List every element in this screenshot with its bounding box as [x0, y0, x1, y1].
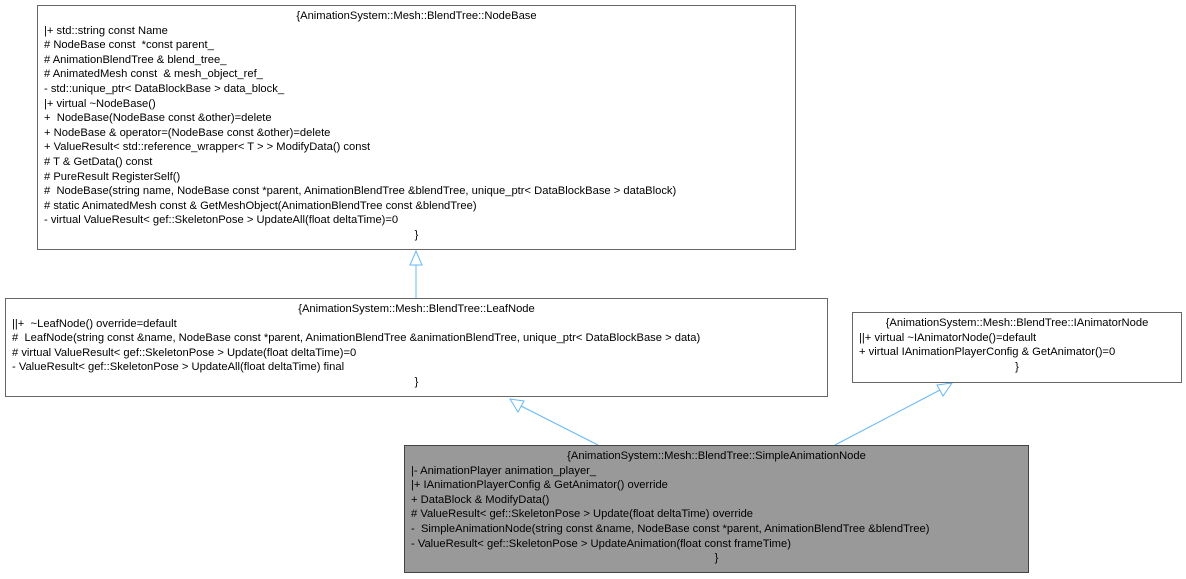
edge-simpleanimationnode-to-ianimatornode — [834, 389, 941, 446]
class-member: + NodeBase(NodeBase const &other)=delete — [44, 112, 272, 125]
class-member: ||+ ~LeafNode() override=default — [12, 317, 177, 330]
class-title-simpleanimationnode: {AnimationSystem::Mesh::BlendTree::Simpl… — [567, 450, 866, 462]
class-title-ianimatornode: {AnimationSystem::Mesh::BlendTree::IAnim… — [885, 317, 1149, 329]
class-member: - ValueResult< gef::SkeletonPose > Updat… — [411, 537, 791, 550]
class-title-leafnode: {AnimationSystem::Mesh::BlendTree::LeafN… — [298, 303, 535, 315]
class-close-leafnode: } — [414, 375, 419, 388]
member-list-ianimatornode: ||+ virtual ~IAnimatorNode()=default + vi… — [859, 331, 1175, 360]
arrowhead-ianimatornode — [936, 382, 954, 397]
member-list-nodebase: |+ std::string const Name# NodeBase cons… — [44, 24, 789, 228]
edge-simpleanimationnode-to-leafnode — [520, 405, 599, 446]
class-member: # T & GetData() const — [44, 155, 153, 168]
class-member: + DataBlock & ModifyData() — [411, 493, 550, 506]
class-close-ianimatornode: } — [1015, 360, 1019, 373]
class-member: # AnimatedMesh const & mesh_object_ref_ — [44, 68, 263, 81]
arrowhead-leafnode — [509, 398, 525, 413]
member-list-leafnode: ||+ ~LeafNode() override=default # LeafNo… — [12, 317, 821, 375]
class-member: # AnimationBlendTree & blend_tree_ — [44, 53, 227, 66]
class-member: # LeafNode(string const &name, NodeBase … — [12, 332, 701, 345]
class-member: # PureResult RegisterSelf() — [44, 170, 181, 183]
class-member: + NodeBase & operator=(NodeBase const &o… — [44, 126, 331, 139]
member-list-simpleanimationnode: |- AnimationPlayer animation_player_ |+ I… — [411, 464, 1022, 552]
class-member: - SimpleAnimationNode(string const &name… — [411, 522, 930, 535]
class-member: # static AnimatedMesh const & GetMeshObj… — [44, 199, 477, 212]
class-member: - virtual ValueResult< gef::SkeletonPose… — [44, 214, 399, 227]
class-node-leafnode[interactable]: {AnimationSystem::Mesh::BlendTree::LeafN… — [5, 298, 828, 397]
class-member: - std::unique_ptr< DataBlockBase > data_… — [44, 82, 285, 95]
class-node-ianimatornode[interactable]: {AnimationSystem::Mesh::BlendTree::IAnim… — [852, 312, 1182, 383]
class-member: ||+ virtual ~IAnimatorNode()=default — [859, 331, 1037, 344]
arrowhead-nodebase — [409, 249, 423, 266]
class-member: # NodeBase const *const parent_ — [44, 39, 214, 52]
class-node-simpleanimationnode[interactable]: {AnimationSystem::Mesh::BlendTree::Simpl… — [404, 445, 1029, 573]
class-member: - ValueResult< gef::SkeletonPose > Updat… — [12, 361, 345, 374]
class-member: # ValueResult< gef::SkeletonPose > Updat… — [411, 508, 754, 521]
class-member: |+ std::string const Name — [44, 24, 168, 37]
class-member: |+ virtual ~NodeBase() — [44, 97, 156, 110]
class-member: + ValueResult< std::reference_wrapper< T… — [44, 141, 371, 154]
class-close-simpleanimationnode: } — [714, 552, 719, 565]
class-member: |- AnimationPlayer animation_player_ — [411, 464, 597, 477]
class-node-nodebase[interactable]: {AnimationSystem::Mesh::BlendTree::NodeB… — [37, 5, 796, 250]
class-member: # NodeBase(string name, NodeBase const *… — [44, 185, 677, 198]
class-member: + virtual IAnimationPlayerConfig & GetAn… — [859, 346, 1116, 359]
class-title-nodebase: {AnimationSystem::Mesh::BlendTree::NodeB… — [296, 10, 537, 22]
class-close-nodebase: } — [414, 228, 419, 241]
class-member: # virtual ValueResult< gef::SkeletonPose… — [12, 346, 357, 359]
class-member: |+ IAnimationPlayerConfig & GetAnimator(… — [411, 479, 668, 492]
